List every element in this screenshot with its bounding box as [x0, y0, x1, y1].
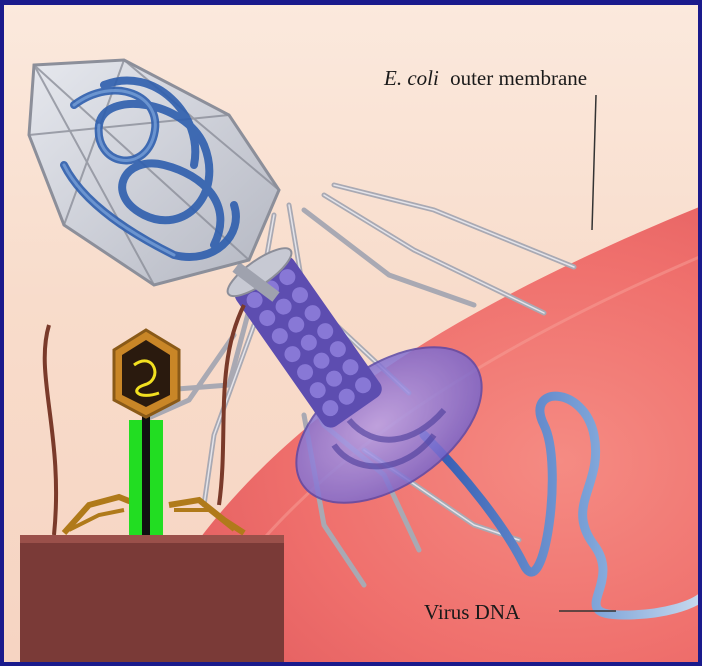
cartoon-base-block [20, 535, 284, 666]
membrane-label: E. coli outer membrane [383, 66, 587, 90]
phage-illustration: E. coli outer membrane Virus DNA [4, 5, 702, 666]
capsid-head [29, 60, 279, 285]
cartoon-phage [45, 305, 244, 535]
membrane-pointer-line [592, 95, 596, 230]
dna-label: Virus DNA [424, 600, 521, 624]
